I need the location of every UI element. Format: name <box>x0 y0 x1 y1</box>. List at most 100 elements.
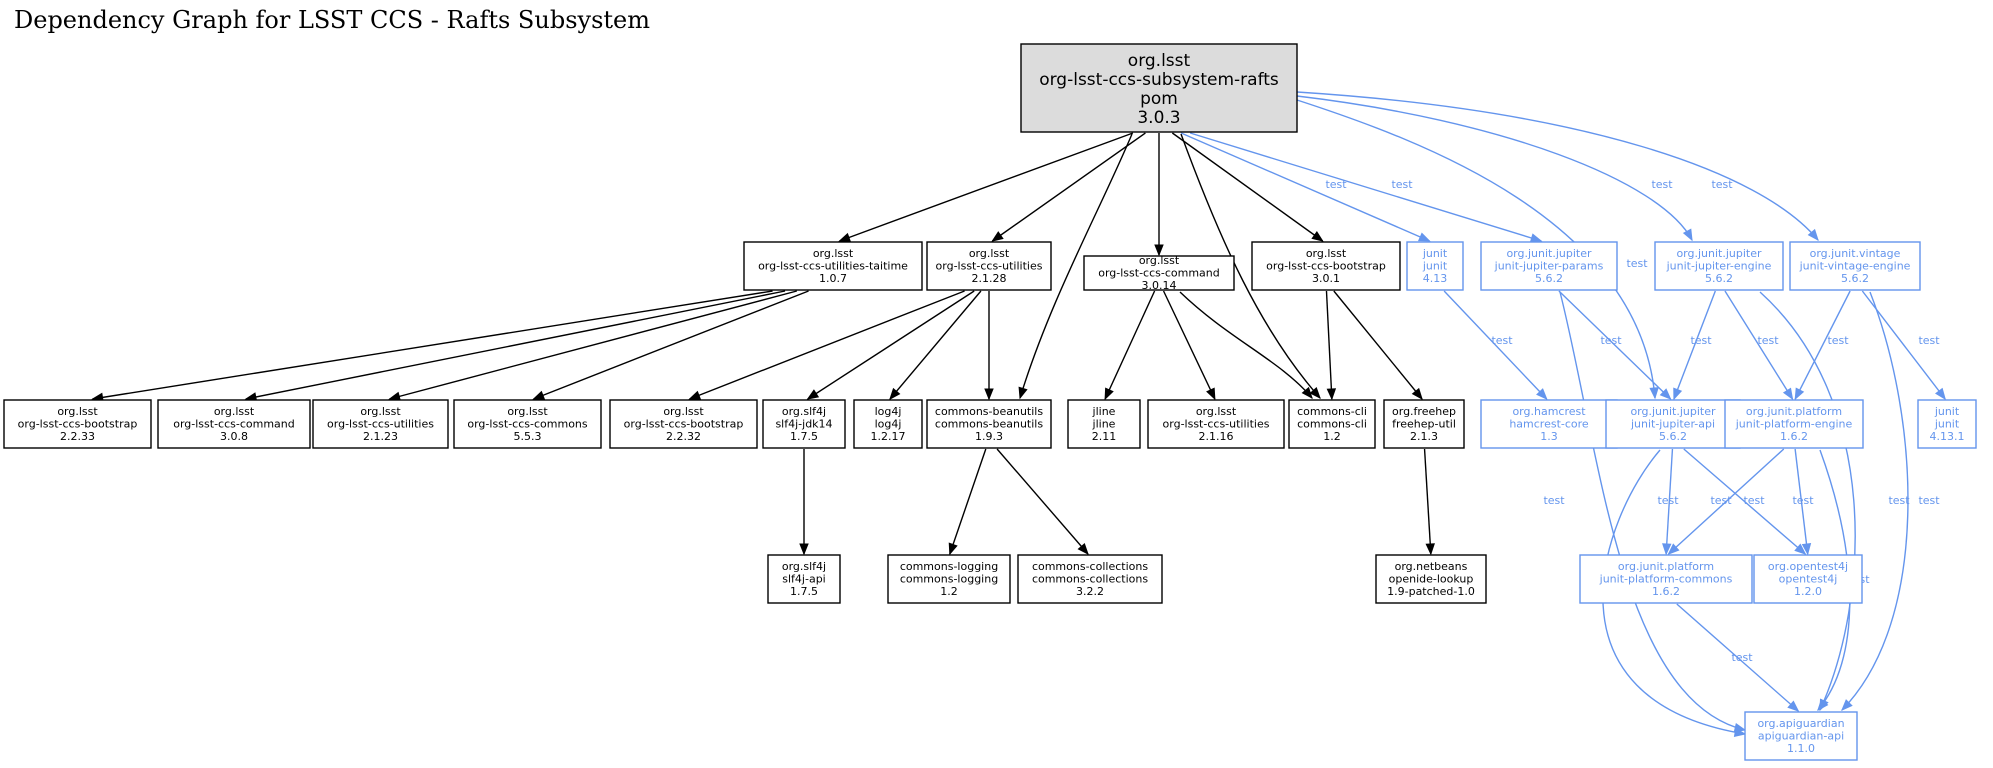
node-jengine: org.junit.jupiterjunit-jupiter-engine5.6… <box>1654 241 1784 291</box>
node-box <box>1375 554 1487 604</box>
node-label-line: 5.6.2 <box>1705 272 1733 285</box>
edge-util2128-to-beanutils <box>984 291 994 401</box>
node-label-line: 2.11 <box>1092 430 1117 443</box>
node-label-line: jline <box>1092 405 1116 418</box>
node-box <box>926 241 1052 291</box>
node-label-line: 3.0.14 <box>1142 279 1177 292</box>
edge-line <box>1296 91 1819 241</box>
node-label-line: org.lsst <box>1306 247 1347 260</box>
edge-arrowhead <box>1801 543 1812 556</box>
node-box <box>767 554 841 604</box>
edge-japi-to-pcommons: test <box>1657 448 1679 556</box>
edge-arrowhead <box>1794 387 1805 401</box>
edge-arrowhead <box>1649 387 1659 400</box>
node-box <box>3 399 152 449</box>
edge-beanutils-to-collections <box>996 448 1089 556</box>
edge-line <box>1759 291 1856 711</box>
edge-root-to-boot301 <box>1171 132 1324 242</box>
edge-cmd3014-to-cli <box>1179 291 1313 400</box>
edge-line <box>1673 290 1716 400</box>
edge-arrowhead <box>1417 232 1431 242</box>
node-label-line: org.hamcrest <box>1512 405 1586 418</box>
edge-arrowhead <box>1662 543 1672 556</box>
node-box <box>1744 711 1858 761</box>
edge-line <box>1724 290 1794 400</box>
node-box <box>453 399 602 449</box>
node-label-line: org.netbeans <box>1395 560 1468 573</box>
node-root: org.lsstorg-lsst-ccs-subsystem-raftspom3… <box>1020 43 1298 133</box>
node-box <box>1017 554 1163 604</box>
edge-arrowhead <box>1154 244 1164 257</box>
node-label-line: org.freehep <box>1392 405 1456 418</box>
edge-label: test <box>1918 334 1940 347</box>
edge-root-to-jengine: test <box>1296 95 1693 242</box>
node-label-line: 1.7.5 <box>790 430 818 443</box>
node-label-line: org.lsst <box>969 247 1010 260</box>
edge-line <box>1794 290 1851 400</box>
edge-boot301-to-freehep <box>1333 290 1423 401</box>
node-label-line: junit <box>1934 405 1960 418</box>
edge-line <box>807 290 975 400</box>
edge-line <box>1676 603 1799 712</box>
edge-line <box>839 132 1134 242</box>
edge-root-to-vintage: test <box>1296 91 1819 242</box>
nodes-layer: org.lsstorg-lsst-ccs-subsystem-raftspom3… <box>3 43 1977 761</box>
edge-arrowhead <box>799 543 809 556</box>
edge-arrowhead <box>1077 542 1089 556</box>
node-label-line: org.junit.jupiter <box>1630 405 1716 418</box>
edge-line <box>1180 132 1430 242</box>
node-box <box>743 241 923 291</box>
edge-root-to-taitime <box>838 132 1134 242</box>
node-label-line: 1.9-patched-1.0 <box>1387 585 1475 598</box>
edge-pcommons-to-apiguardian: test <box>1676 603 1800 712</box>
node-label-line: commons-logging <box>900 573 998 586</box>
edge-arrowhead <box>1536 388 1548 400</box>
node-box <box>1083 255 1235 291</box>
edge-taitime-to-boot2233 <box>91 290 773 403</box>
edge-line <box>1443 290 1548 400</box>
edge-line <box>996 448 1089 555</box>
edge-line <box>1423 448 1432 555</box>
node-box <box>762 399 846 449</box>
node-label-line: freehep-util <box>1392 418 1456 431</box>
edge-line <box>1841 291 1909 711</box>
edge-label: test <box>1651 178 1673 191</box>
node-label-line: 3.0.1 <box>1312 272 1340 285</box>
node-label-line: log4j <box>875 405 902 418</box>
node-box <box>1789 241 1921 291</box>
node-label-line: 4.13.1 <box>1930 430 1965 443</box>
node-label-line: org-lsst-ccs-utilities-taitime <box>758 260 908 273</box>
edge-arrowhead <box>1206 387 1216 401</box>
node-label-line: org-lsst-ccs-subsystem-rafts <box>1039 70 1279 90</box>
node-label-line: junit-jupiter-params <box>1494 260 1604 273</box>
node-label-line: commons-logging <box>900 560 998 573</box>
edge-line <box>949 448 987 555</box>
edge-root-to-japi: test <box>1296 99 1659 400</box>
edge-line <box>389 290 797 400</box>
node-label-line: 5.6.2 <box>1659 430 1687 443</box>
node-box <box>1579 554 1753 604</box>
edge-line <box>1104 290 1156 400</box>
node-label-line: apiguardian-api <box>1758 730 1844 743</box>
edge-label: test <box>1325 178 1347 191</box>
node-label-line: hamcrest-core <box>1509 418 1589 431</box>
node-label-line: junit <box>1934 418 1960 431</box>
edge-arrowhead <box>388 391 401 401</box>
node-label-line: openide-lookup <box>1389 573 1474 586</box>
node-label-line: 2.1.28 <box>972 272 1007 285</box>
node-label-line: org-lsst-ccs-command <box>1098 267 1220 280</box>
edge-arrowhead <box>1794 543 1807 555</box>
edge-label: test <box>1792 494 1814 507</box>
edge-root-to-params: test <box>1189 132 1543 243</box>
node-label-line: junit-jupiter-engine <box>1666 260 1772 273</box>
edge-arrowhead <box>1529 233 1543 243</box>
